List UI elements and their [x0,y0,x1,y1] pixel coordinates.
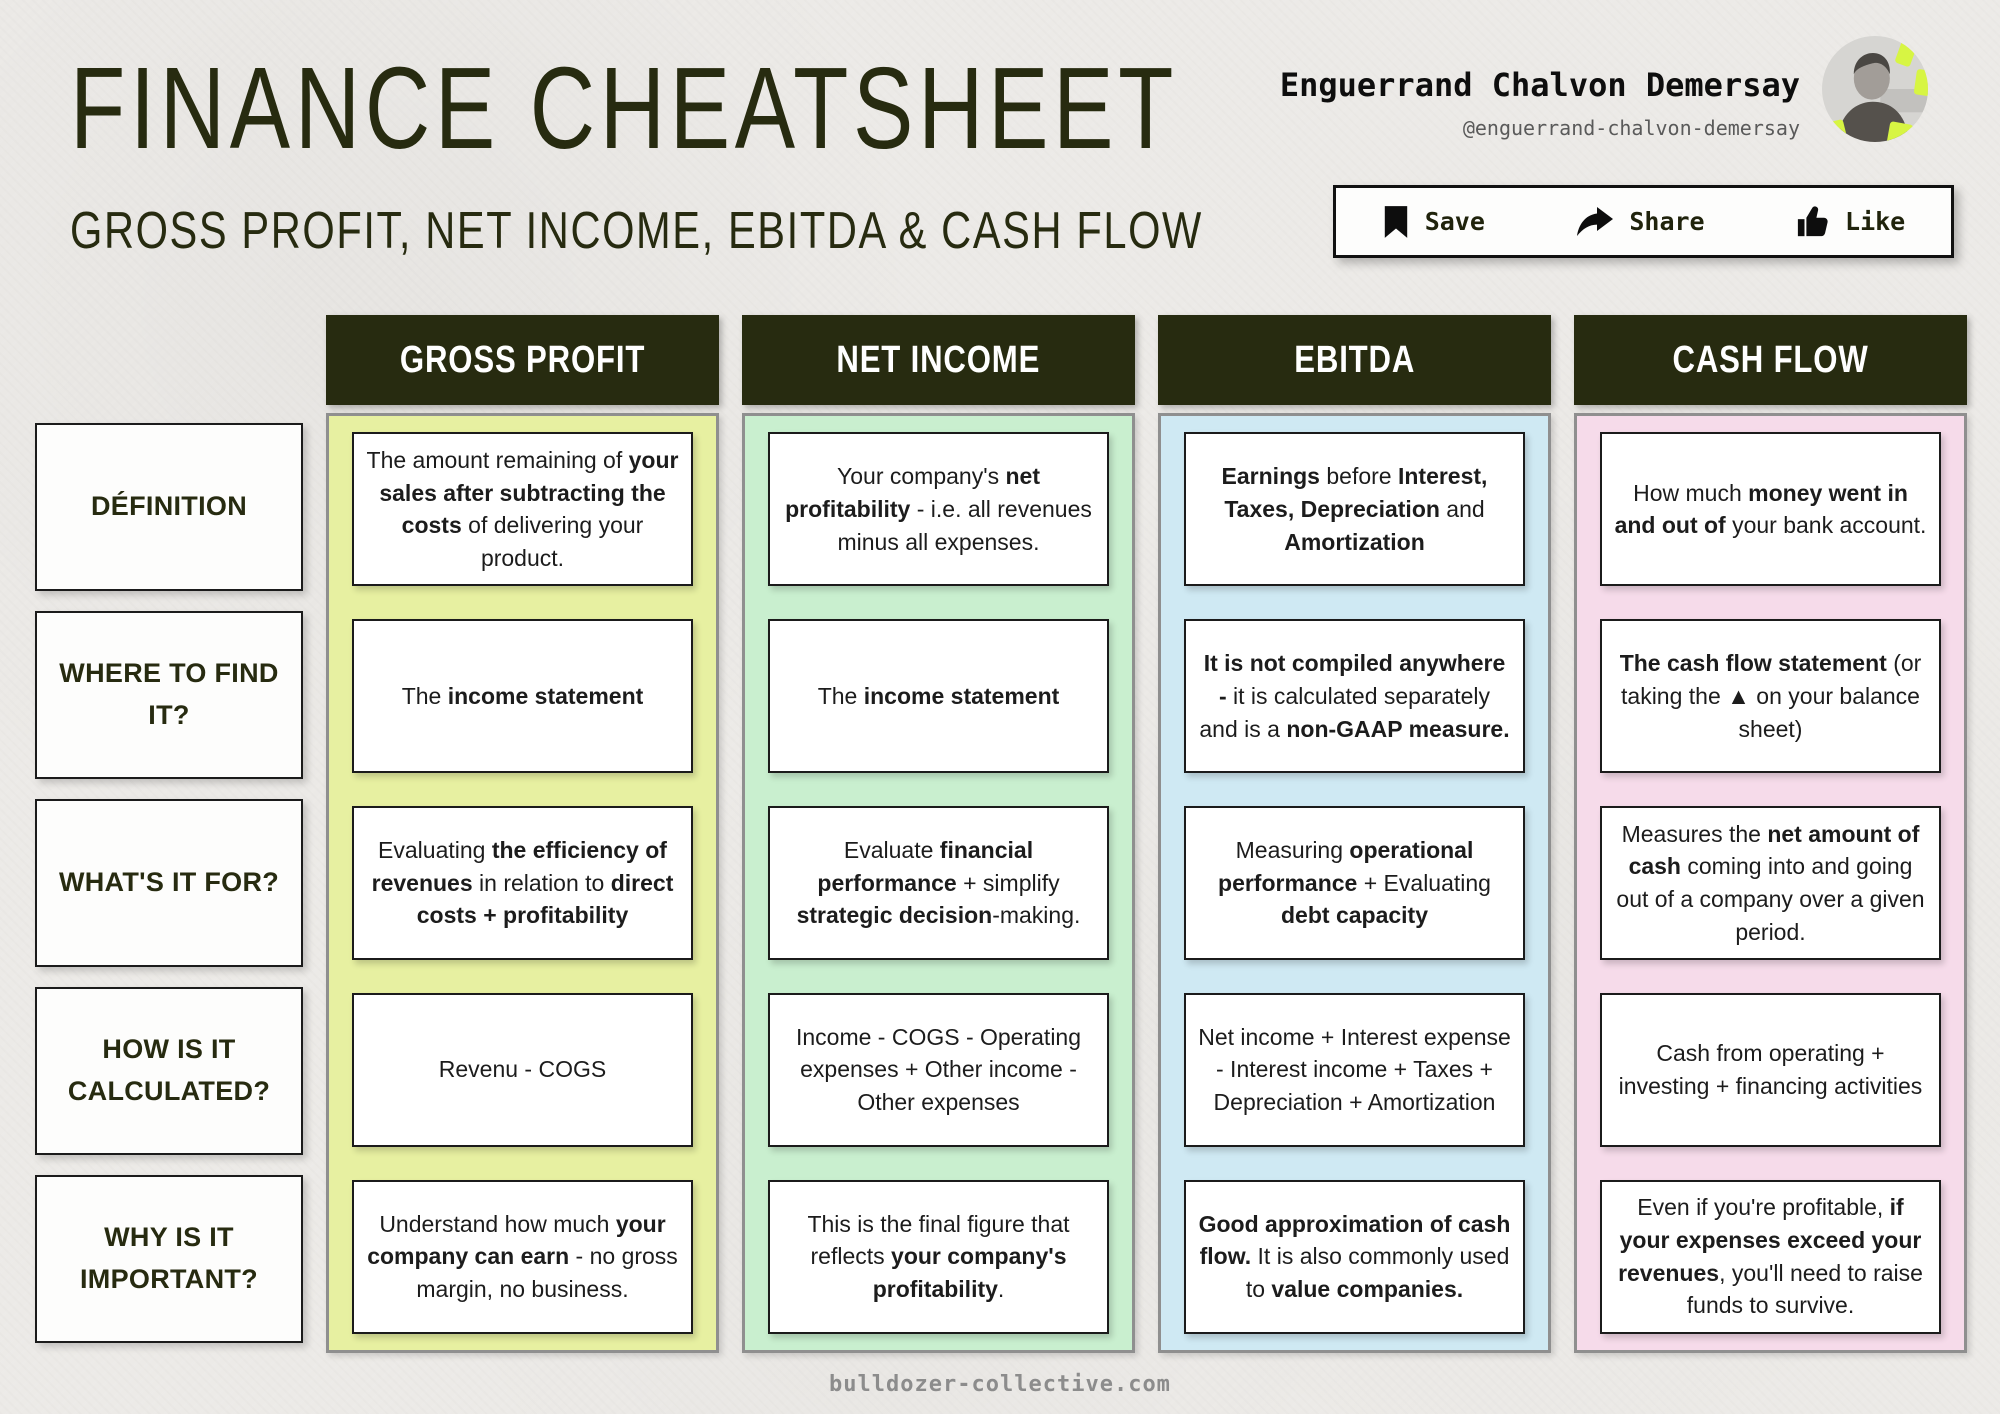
row-label-definition: DÉFINITION [35,423,303,591]
save-button[interactable]: Save [1382,205,1485,239]
row-label-whats-it-for: WHAT'S IT FOR? [35,799,303,967]
cell-gross-profit-where: The income statement [352,619,693,774]
column-header-net-income: NET INCOME [742,315,1135,405]
cell-cash-flow-formula: Cash from operating + investing + financ… [1600,992,1941,1147]
cell-ebitda-importance: Good approximation of cash flow. It is a… [1184,1179,1525,1334]
like-button[interactable]: Like [1796,205,1905,239]
page-title: FINANCE CHEATSHEET [70,43,1179,173]
cell-net-income-formula: Income - COGS - Operating expenses + Oth… [768,992,1109,1147]
row-label-how-is-it-calculated: HOW IS IT CALCULATED? [35,987,303,1155]
cell-net-income-where: The income statement [768,619,1109,774]
row-label-why-is-it-important: WHY IS IT IMPORTANT? [35,1175,303,1343]
cell-net-income-purpose: Evaluate financial performance + simplif… [768,805,1109,960]
cell-ebitda-where: It is not compiled anywhere - it is calc… [1184,619,1525,774]
like-label: Like [1845,207,1906,236]
column-ebitda: Earnings before Interest, Taxes, Depreci… [1158,413,1551,1353]
row-labels-column: DÉFINITION WHERE TO FIND IT? WHAT'S IT F… [35,413,303,1353]
column-header-cash-flow: CASH FLOW [1574,315,1967,405]
corner-spacer [35,315,303,405]
cell-gross-profit-purpose: Evaluating the efficiency of revenues in… [352,805,693,960]
save-label: Save [1424,207,1485,236]
cell-cash-flow-definition: How much money went in and out of your b… [1600,432,1941,587]
bookmark-icon [1382,205,1410,239]
cell-cash-flow-purpose: Measures the net amount of cash coming i… [1600,805,1941,960]
column-cash-flow: How much money went in and out of your b… [1574,413,1967,1353]
author-handle: @enguerrand-chalvon-demersay [1462,116,1800,140]
row-label-where-to-find-it: WHERE TO FIND IT? [35,611,303,779]
author-block: Enguerrand Chalvon Demersay @enguerrand-… [1280,66,1800,140]
author-name: Enguerrand Chalvon Demersay [1279,66,1800,104]
cell-cash-flow-where: The cash flow statement (or taking the ▲… [1600,619,1941,774]
cell-gross-profit-formula: Revenu - COGS [352,992,693,1147]
cell-net-income-importance: This is the final figure that reflects y… [768,1179,1109,1334]
cell-ebitda-definition: Earnings before Interest, Taxes, Depreci… [1184,432,1525,587]
website-url: bulldozer-collective.com [829,1372,1171,1397]
page-subtitle: GROSS PROFIT, NET INCOME, EBITDA & CASH … [70,202,1203,260]
share-button[interactable]: Share [1576,206,1705,238]
column-header-ebitda: EBITDA [1158,315,1551,405]
share-label: Share [1629,207,1705,236]
avatar-photo [1822,36,1928,142]
cell-ebitda-formula: Net income + Interest expense - Interest… [1184,992,1525,1147]
action-bar: Save Share Like [1333,185,1954,258]
cell-gross-profit-definition: The amount remaining of your sales after… [352,432,693,587]
column-net-income: Your company's net profitability - i.e. … [742,413,1135,1353]
column-header-gross-profit: GROSS PROFIT [326,315,719,405]
share-arrow-icon [1576,206,1614,238]
thumbs-up-icon [1796,205,1830,239]
cell-net-income-definition: Your company's net profitability - i.e. … [768,432,1109,587]
comparison-table: GROSS PROFIT NET INCOME EBITDA CASH FLOW… [35,315,1967,1353]
cell-gross-profit-importance: Understand how much your company can ear… [352,1179,693,1334]
column-gross-profit: The amount remaining of your sales after… [326,413,719,1353]
cell-ebitda-purpose: Measuring operational performance + Eval… [1184,805,1525,960]
avatar [1822,36,1928,142]
cell-cash-flow-importance: Even if you're profitable, if your expen… [1600,1179,1941,1334]
